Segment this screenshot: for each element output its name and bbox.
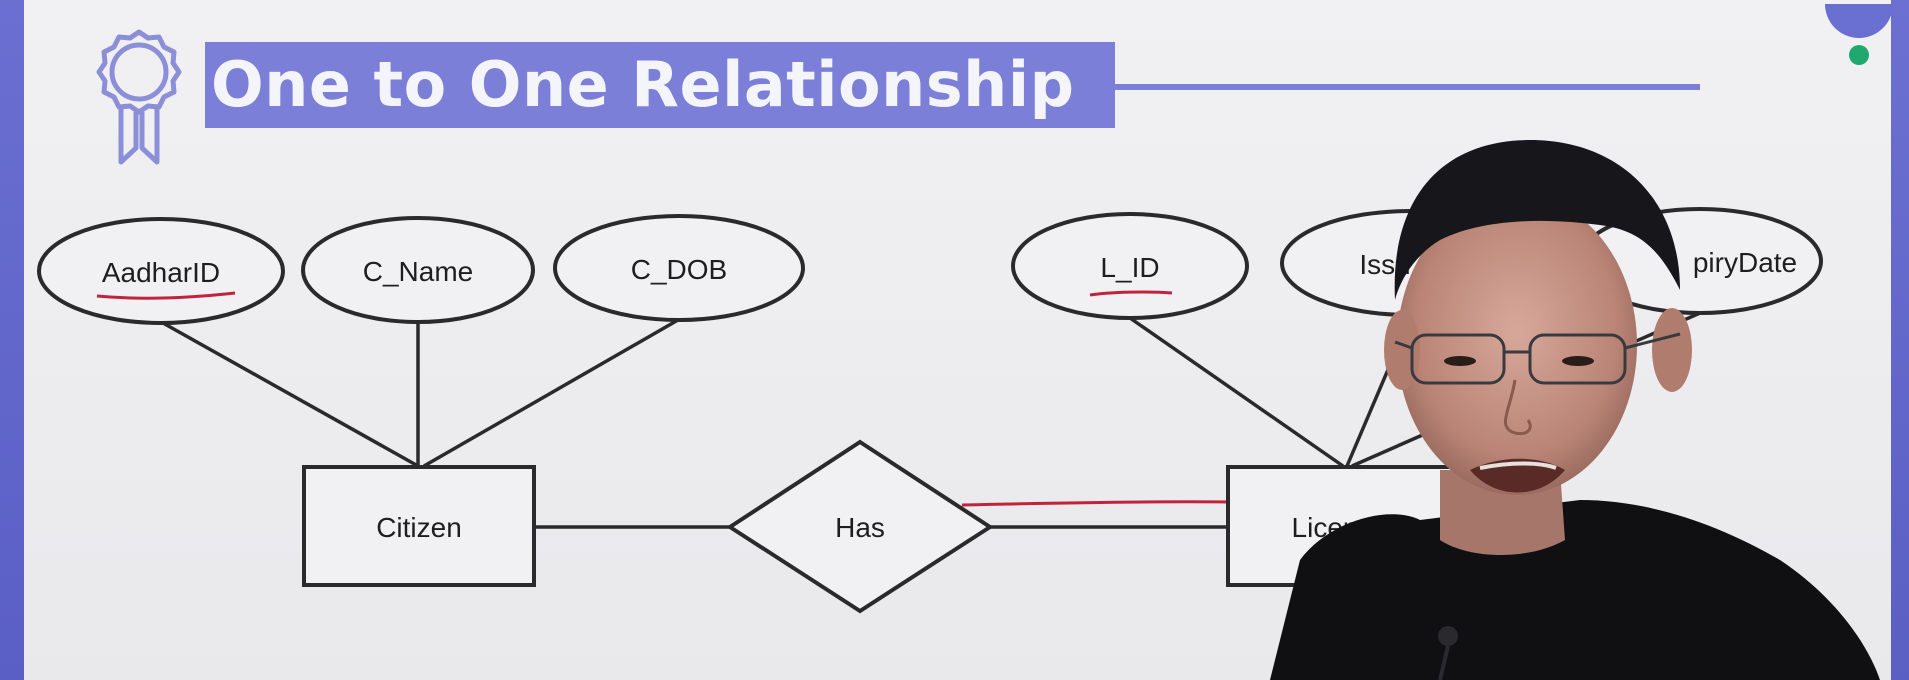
attribute-label-expiry-date: piryDate	[1693, 247, 1797, 278]
presenter-face	[1397, 195, 1637, 495]
annotation-line	[961, 500, 1229, 507]
presenter-shirt	[1270, 500, 1880, 680]
right-accent-bar	[1891, 0, 1909, 680]
attribute-c-name	[301, 216, 535, 324]
attribute-label-c-dob: C_DOB	[631, 254, 727, 285]
relationship-label-has: Has	[835, 512, 885, 543]
attribute-label-l-id: L_ID	[1100, 252, 1159, 283]
title-highlight	[205, 42, 1115, 128]
left-accent-bar	[0, 0, 24, 680]
primary-key-underline-aadharid	[96, 291, 236, 300]
award-ribbon-icon	[96, 29, 182, 165]
connector-lid-license	[1129, 316, 1344, 468]
primary-key-underline-l-id	[1089, 290, 1173, 297]
connector-cdob-citizen	[423, 318, 679, 468]
attribute-l-id	[1011, 212, 1249, 320]
unacademy-logo-icon	[1825, 4, 1893, 65]
attribute-c-dob	[553, 214, 805, 322]
attribute-label-aadharid: AadharID	[102, 257, 220, 288]
connector-aadharid-citizen	[162, 321, 419, 468]
presenter-hair	[1394, 140, 1680, 300]
slide-title: One to One Relationship	[211, 48, 1075, 121]
relationship-has	[726, 439, 994, 614]
attribute-label-c-name: C_Name	[363, 256, 473, 287]
entity-citizen	[302, 465, 536, 587]
entity-label-citizen: Citizen	[376, 512, 462, 543]
title-underline-rule	[1115, 84, 1700, 90]
